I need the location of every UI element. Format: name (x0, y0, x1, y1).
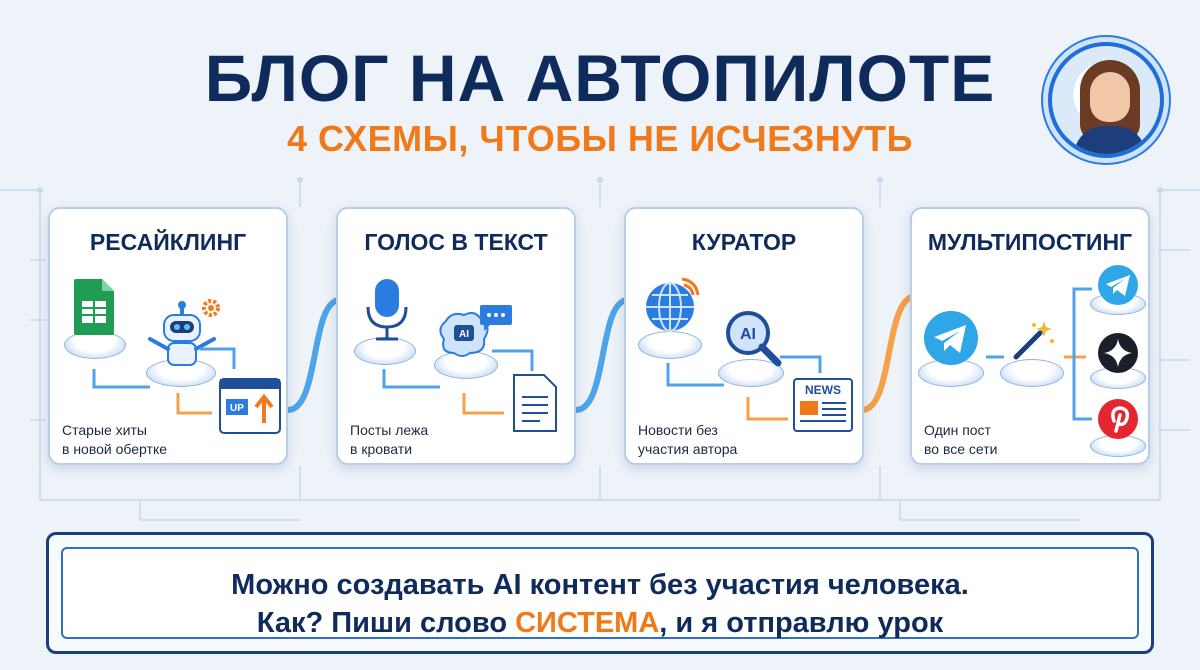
connector-arrow-1 (285, 297, 343, 413)
card-recycling: РЕСАЙКЛИНГ UP Старые хиты в новой обертк… (48, 207, 288, 465)
star-app-icon (1098, 333, 1138, 373)
card-title: МУЛЬТИПОСТИНГ (927, 229, 1133, 255)
document-icon (513, 374, 557, 432)
upload-window-icon: UP (219, 378, 281, 434)
card-caption: Один пост во все сети (924, 422, 998, 457)
telegram-small-icon (1098, 265, 1138, 305)
spreadsheet-icon (74, 279, 114, 335)
card-title: РЕСАЙКЛИНГ (89, 229, 247, 255)
connector-arrow-2 (573, 297, 631, 413)
pinterest-icon (1098, 399, 1138, 439)
magic-wand-icon (1013, 321, 1054, 360)
card-title: ГОЛОС В ТЕКСТ (364, 229, 548, 255)
page-subtitle: 4 СХЕМЫ, ЧТОБЫ НЕ ИСЧЕЗНУТЬ (286, 118, 914, 159)
robot-icon (148, 301, 216, 366)
page-title: БЛОГ НА АВТОПИЛОТЕ (204, 41, 996, 115)
ai-magnifier-icon: AI (726, 311, 782, 367)
card-multiposting: МУЛЬТИПОСТИНГ Один пост во все сети (910, 207, 1150, 465)
connector-arrow-3 (859, 293, 919, 413)
author-avatar (1048, 42, 1164, 158)
footer-line-1: Можно создавать AI контент без участия ч… (231, 569, 969, 601)
chat-bubble-icon (480, 305, 512, 331)
card-caption: Старые хиты в новой обертке (62, 422, 168, 457)
telegram-icon (924, 311, 978, 365)
globe-icon (646, 277, 700, 332)
ai-chip-label: AI (459, 329, 469, 340)
microphone-icon (366, 279, 408, 341)
card-voice-to-text: ГОЛОС В ТЕКСТ AI Посты лежа в кровати (336, 207, 576, 465)
newspaper-icon: NEWS (793, 378, 853, 432)
keyword-system: СИСТЕМА (515, 607, 660, 639)
gear-icon (202, 299, 220, 317)
ai-brain-icon: AI (439, 312, 489, 357)
ai-magnifier-label: AI (740, 326, 756, 343)
card-curator: КУРАТОР AI NEWS Новости без участия авто… (624, 207, 864, 465)
footer-callout: Можно создавать AI контент без участия ч… (46, 532, 1154, 654)
upload-badge: UP (230, 403, 244, 414)
footer-line-2: Как? Пиши слово СИСТЕМА, и я отправлю ур… (256, 607, 944, 639)
card-caption: Новости без участия автора (638, 422, 738, 457)
news-label: NEWS (805, 383, 841, 397)
card-caption: Посты лежа в кровати (350, 422, 429, 457)
card-title: КУРАТОР (691, 229, 797, 255)
